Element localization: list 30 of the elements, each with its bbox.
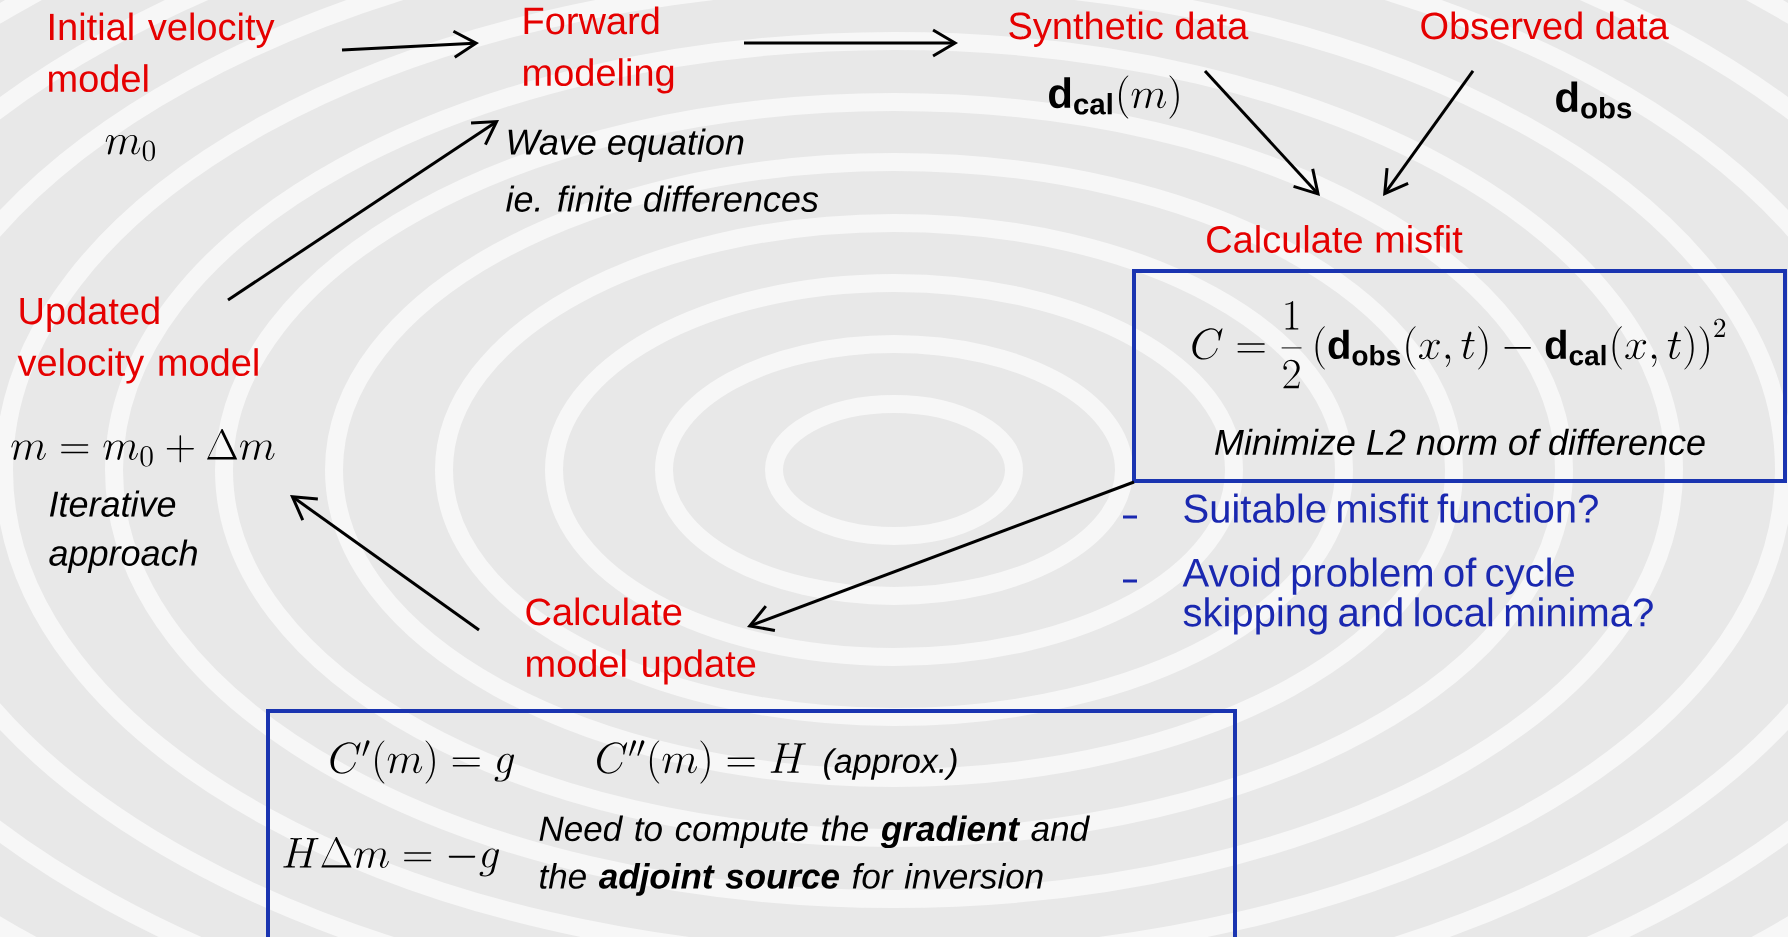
equation: $C=\frac{1}{2}\left(\mathbf{d}_{\mathbf{obs}}(x,t)-\mathbf{d}_{\mathbf{cal}}(x,t)\right)^{2}$ [1192,300,1726,389]
equation: $H\Delta m=-g$ [283,837,499,877]
arrow [1383,70,1475,196]
note-text: Need to compute the gradient and the adjoint source for inversion [539,815,1090,896]
step-heading: Calculate misfit [1207,225,1463,253]
step-heading: Updated velocity model [17,296,258,384]
equation: $\mathbf{d}_{\mathbf{obs}}$ [1556,81,1632,119]
note-text: ie. finite differences [506,185,819,212]
equation: $m=m_{0}+\Delta m$ [11,428,275,467]
step-heading: Synthetic data [1009,11,1249,47]
note-text: Wave equation [508,128,744,163]
equation: $C''(m)=H$ [597,740,806,784]
note-text: (approx.) [824,748,957,780]
step-heading: Initial velocity model [49,12,275,93]
note-text: Iterative approach [49,490,197,573]
arrow [744,28,958,58]
bullet-text: Suitable misfit function? [1184,493,1598,523]
step-heading: Forward modeling [524,6,674,94]
arrow [227,120,499,302]
equation: $m_{0}$ [105,135,155,162]
equation: $\mathbf{d}_{\mathbf{cal}}(m)$ [1049,75,1179,119]
step-heading: Calculate model update [526,597,756,685]
note-text: Minimize L2 norm of difference [1215,428,1705,456]
arrow [1203,69,1320,196]
arrow [747,480,1135,632]
step-heading: Observed data [1421,11,1669,40]
equation: $C'(m)=g$ [330,740,515,784]
bullet-text: Avoid problem of cycle skipping and local minima? [1182,557,1653,635]
arrow [290,495,480,632]
arrow [341,29,479,59]
